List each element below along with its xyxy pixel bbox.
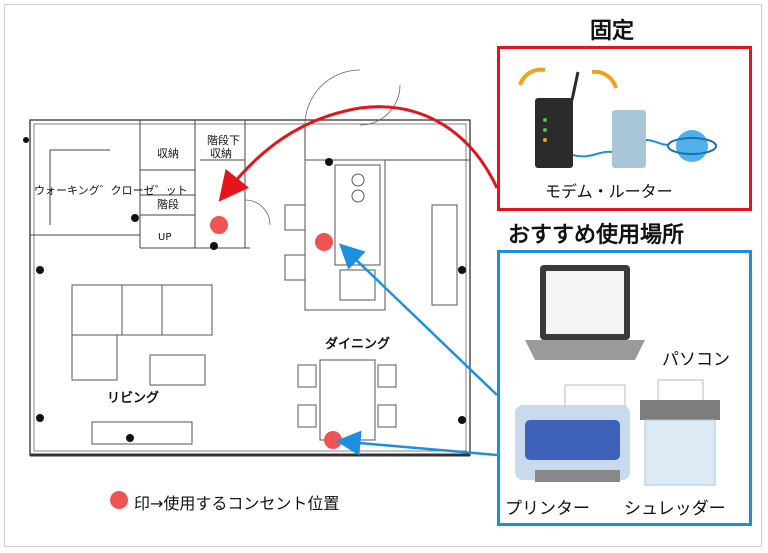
legend-red-dot [110, 491, 128, 509]
modem-router-label: モデム・ルーター [545, 182, 673, 201]
modem-router-illustration [518, 67, 717, 168]
shredder-illustration [640, 379, 720, 486]
laptop-illustration [525, 265, 645, 360]
fixed-box [497, 46, 752, 211]
label-stairs: 階段 [157, 198, 179, 211]
label-up: UP [158, 232, 172, 243]
blue-arrow-to-kitchen [338, 243, 498, 396]
kitchen-counter [284, 159, 458, 311]
inner-walls [30, 120, 470, 249]
label-storage: 収納 [157, 147, 179, 160]
item-laptop: パソコン [662, 350, 730, 370]
living-furniture [71, 284, 213, 445]
used-outlet-markers [210, 216, 342, 449]
item-printer: プリンター [505, 499, 590, 519]
label-living: リビング [107, 391, 160, 406]
red-arrow [218, 105, 499, 202]
outlet-symbols [23, 137, 466, 442]
label-walkin-closet: ウォーキング゛クローゼ゛ット [34, 184, 188, 197]
label-under-stairs-2: 収納 [210, 147, 232, 160]
figure-frame [4, 4, 762, 547]
item-shredder: シュレッダー [624, 499, 726, 519]
outer-walls [29, 119, 471, 457]
recommended-box [497, 250, 752, 526]
printer-illustration [515, 384, 630, 482]
fixed-heading: 固定 [590, 19, 635, 44]
dining-table [297, 359, 397, 441]
recommended-heading: おすすめ使用場所 [508, 223, 685, 248]
blue-arrow-to-dining [335, 430, 498, 457]
label-dining: ダイニング [325, 337, 391, 352]
label-under-stairs-1: 階段下 [207, 134, 240, 147]
legend-text: 印→使用するコンセント位置 [134, 494, 340, 513]
